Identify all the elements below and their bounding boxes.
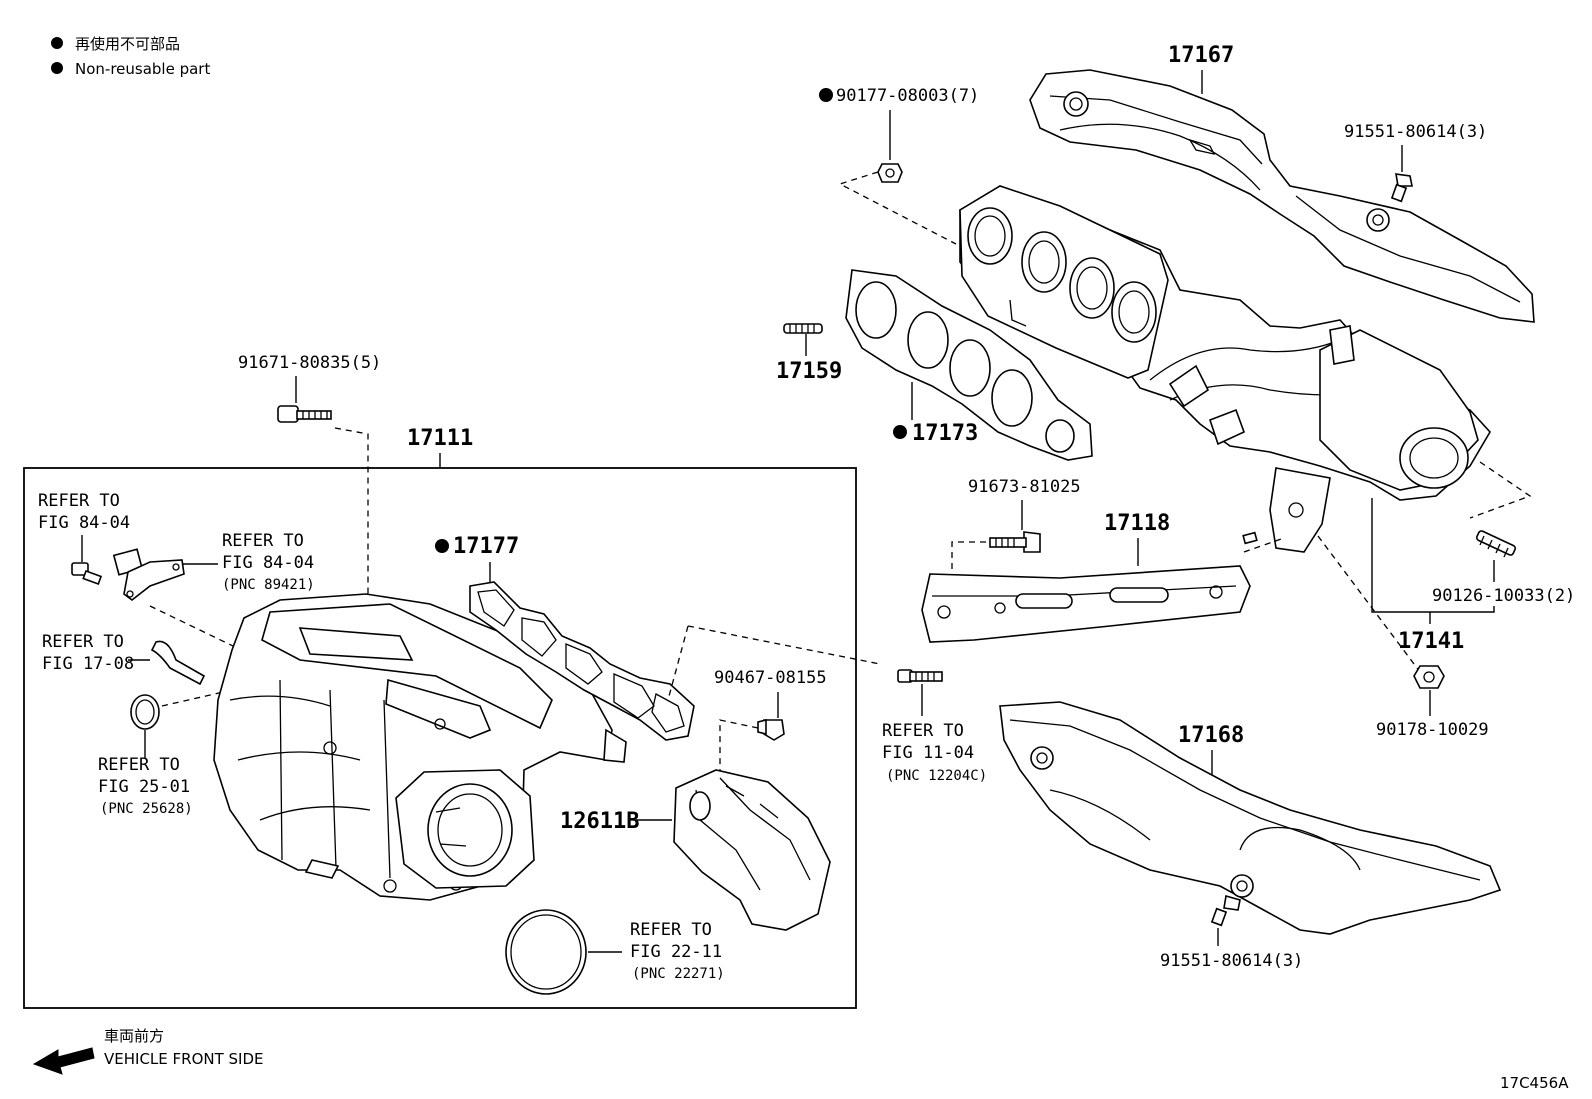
callout-12611B: 12611B <box>560 769 831 931</box>
part-number-17118: 17118 <box>1104 511 1170 536</box>
hex-nut-icon <box>1413 665 1445 689</box>
non-reusable-marker-icon <box>819 88 833 102</box>
reference-line-2: FIG 84-04 <box>222 553 314 573</box>
callout-17141: 17141 <box>1371 498 1495 654</box>
washer-bolt-icon <box>1210 894 1241 927</box>
reference-fig-22-11: REFER TO FIG 22-11 (PNC 22271) <box>505 909 725 995</box>
reference-line-2: FIG 17-08 <box>42 654 134 674</box>
part-number-91673-81025: 91673-81025 <box>968 477 1081 497</box>
part-number-91671-80835: 91671-80835(5) <box>238 353 381 373</box>
part-number-90178-10029: 90178-10029 <box>1376 720 1489 740</box>
figure-code: 17C456A <box>1500 1074 1569 1092</box>
stud-icon <box>1475 530 1517 558</box>
reference-line-1: REFER TO <box>98 755 180 775</box>
reference-line-1: REFER TO <box>42 632 124 652</box>
vacuum-hose-icon <box>150 640 206 686</box>
reference-fig-84-04-a: REFER TO FIG 84-04 <box>38 491 130 586</box>
stud-bolt-icon <box>897 669 943 683</box>
part-number-91551-80614: 91551-80614(3) <box>1344 122 1487 142</box>
reference-line-2: FIG 11-04 <box>882 743 974 763</box>
direction-jp-label: 車両前方 <box>104 1027 164 1045</box>
non-reusable-marker-icon <box>893 425 907 439</box>
reference-pnc: (PNC 22271) <box>632 966 725 982</box>
part-number-17141: 17141 <box>1398 629 1464 654</box>
stud-icon <box>783 323 823 334</box>
part-number-91551-80614: 91551-80614(3) <box>1160 951 1303 971</box>
intake-gasket-icon <box>469 581 695 741</box>
part-number-17177: 17177 <box>453 534 519 559</box>
map-sensor-icon <box>112 548 185 602</box>
clip-icon <box>757 718 785 741</box>
reference-pnc: (PNC 12204C) <box>886 768 987 784</box>
callout-91551-80614-top: 91551-80614(3) <box>1344 122 1487 203</box>
callout-17167: 17167 <box>1029 43 1535 323</box>
non-reusable-marker-icon <box>435 539 449 553</box>
part-number-17173: 17173 <box>912 421 978 446</box>
reference-fig-11-04: REFER TO FIG 11-04 (PNC 12204C) <box>882 669 987 784</box>
part-number-90467-08155: 90467-08155 <box>714 668 827 688</box>
part-number-17168: 17168 <box>1178 723 1244 748</box>
reference-line-1: REFER TO <box>222 531 304 551</box>
callout-91551-80614-bottom: 91551-80614(3) <box>1160 894 1303 971</box>
part-number-17111: 17111 <box>407 426 473 451</box>
intake-cover-icon <box>673 769 831 931</box>
intake-manifold-drawing <box>213 593 627 901</box>
part-number-90177-08003: 90177-08003(7) <box>836 86 979 106</box>
legend: 再使用不可部品 Non-reusable part <box>51 35 210 78</box>
direction-en-label: VEHICLE FRONT SIDE <box>104 1050 264 1068</box>
reference-fig-17-08: REFER TO FIG 17-08 <box>42 632 206 686</box>
reference-pnc: (PNC 25628) <box>100 801 193 817</box>
reference-line-2: FIG 84-04 <box>38 513 130 533</box>
non-reusable-marker-icon <box>51 62 63 74</box>
legend-en-label: Non-reusable part <box>75 60 210 78</box>
reference-line-1: REFER TO <box>38 491 120 511</box>
part-number-90126-10033: 90126-10033(2) <box>1432 586 1575 606</box>
part-number-17167: 17167 <box>1168 43 1234 68</box>
hex-nut-icon <box>877 163 903 183</box>
manifold-stay-icon <box>921 565 1251 643</box>
part-number-12611B: 12611B <box>560 809 639 834</box>
non-reusable-marker-icon <box>51 37 63 49</box>
vehicle-front-direction: 車両前方 VEHICLE FRONT SIDE <box>32 1027 264 1075</box>
callout-90467-08155: 90467-08155 <box>714 668 827 784</box>
lower-heat-insulator-icon <box>999 701 1502 935</box>
small-bolt-icon <box>71 562 103 586</box>
washer-bolt-icon <box>1390 173 1413 203</box>
reference-line-2: FIG 25-01 <box>98 777 190 797</box>
callout-90126-10033: 90126-10033(2) <box>1432 461 1575 606</box>
reference-line-2: FIG 22-11 <box>630 942 722 962</box>
reference-line-1: REFER TO <box>630 920 712 940</box>
exhaust-gasket-icon <box>845 269 1093 461</box>
callout-17159: 17159 <box>776 323 842 384</box>
callout-17173: 17173 <box>845 269 1093 461</box>
callout-17168: 17168 <box>999 701 1502 935</box>
callout-17177: 17177 <box>435 534 881 741</box>
callout-90178-10029: 90178-10029 <box>1317 535 1489 740</box>
reference-pnc: (PNC 89421) <box>222 577 315 593</box>
reference-fig-25-01: REFER TO FIG 25-01 (PNC 25628) <box>98 663 347 817</box>
callout-91673-81025: 91673-81025 <box>951 477 1081 578</box>
callout-17118: 17118 <box>921 511 1285 643</box>
flange-bolt-icon <box>277 405 332 423</box>
legend-jp-label: 再使用不可部品 <box>75 35 180 53</box>
upper-heat-insulator-icon <box>1029 69 1535 323</box>
throttle-gasket-ring-icon <box>505 909 587 995</box>
callout-91671-80835: 91671-80835(5) <box>238 353 381 596</box>
callout-17111: 17111 <box>407 426 473 468</box>
part-number-17159: 17159 <box>776 359 842 384</box>
callout-90177-08003: 90177-08003(7) <box>819 86 979 245</box>
front-arrow-icon <box>32 1047 95 1075</box>
flange-bolt-icon <box>989 531 1041 553</box>
exhaust-manifold-drawing <box>959 185 1491 553</box>
reference-line-1: REFER TO <box>882 721 964 741</box>
